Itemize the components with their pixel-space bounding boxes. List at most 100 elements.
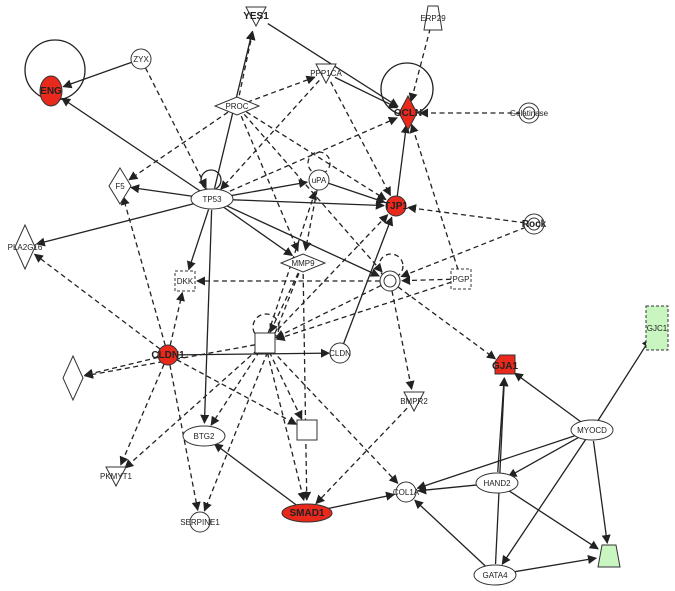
node-smad1[interactable]: SMAD1 [281, 503, 333, 523]
edge-hand2-to-trap [505, 488, 599, 550]
node-gata4[interactable]: GATA4 [473, 564, 517, 586]
node-col1a[interactable]: COL1A [393, 481, 420, 503]
edge-zyx-to-tp53 [144, 67, 207, 189]
node-btg2-label: BTG2 [194, 432, 215, 441]
edge-cldn1-to-diam [83, 356, 159, 378]
node-eng[interactable]: ENG [39, 75, 63, 107]
node-mmp9[interactable]: MMP9 [279, 253, 327, 273]
node-cldn1[interactable]: CLDN1 [151, 344, 185, 366]
node-diam[interactable] [62, 354, 84, 402]
node-f5[interactable]: F5 [108, 167, 132, 205]
node-trap-shape [597, 544, 621, 568]
edge-cldn1-to-pla2g16 [33, 253, 161, 350]
edge-ppp1ca-to-tjp1 [330, 81, 391, 197]
node-bmpr2-label: BMPR2 [400, 397, 428, 406]
node-yes1-shape [245, 6, 267, 28]
node-gelatinase[interactable]: Gelatinase [510, 102, 549, 124]
edge-tp53-to-dkk [186, 209, 210, 271]
node-smad1-label: SMAD1 [289, 508, 324, 519]
edge-proc-to-yes1 [238, 30, 256, 96]
node-tjp1-label: TJP1 [384, 201, 408, 212]
node-gja1-label: GJA1 [492, 361, 519, 372]
edge-mmp9-to-serpine1 [203, 272, 300, 512]
edge-sq-to-col1a [271, 349, 399, 484]
edge-plau-to-tjp1 [328, 182, 386, 204]
node-cldn-label: CLDN [329, 349, 351, 358]
node-plau-shape [308, 169, 330, 191]
edge-hand2-to-col1a [417, 483, 487, 495]
node-ocln-shape [398, 94, 418, 132]
edge-myocd-to-gjc1 [597, 338, 651, 422]
node-proc[interactable]: PROC [213, 96, 261, 116]
node-gata4-shape [473, 564, 517, 586]
node-smad1-shape [281, 503, 333, 523]
node-gelatinase-inner-ring [522, 106, 536, 120]
edge-proc-to-tjp1 [245, 111, 387, 201]
node-gja1[interactable]: GJA1 [492, 354, 519, 375]
node-hand2[interactable]: HAND2 [475, 472, 519, 494]
edge-mmp9-to-sq [269, 272, 299, 333]
edge-proc-to-mmp9 [240, 115, 299, 252]
edge-tp53-to-btg2 [200, 209, 213, 424]
node-rock-inner-ring [527, 217, 541, 231]
edge-gata4-to-trap [505, 554, 598, 574]
node-tjp1[interactable]: TJP1 [384, 195, 408, 217]
self-loops [24, 39, 434, 341]
edge-tp53-to-f5 [129, 184, 202, 199]
node-yes1[interactable]: YES1 [243, 6, 269, 28]
edge-myocd-to-gja1 [513, 372, 584, 425]
edge-pgp-to-ocln [409, 123, 459, 270]
node-ocln[interactable]: OCLN [394, 94, 422, 132]
edge-hub-to-sq [274, 284, 382, 339]
node-gjc1[interactable]: GJC1 [645, 305, 669, 351]
node-myocd[interactable]: MYOCD [570, 419, 614, 441]
edge-myocd-to-hand2 [507, 434, 583, 478]
node-pla2g16[interactable]: PLA2G16 [8, 223, 43, 271]
node-f5-label: F5 [115, 182, 125, 191]
node-rock[interactable]: Rock [522, 213, 547, 235]
node-rock-shape [523, 213, 545, 235]
node-pgp[interactable]: PGP [450, 268, 472, 290]
node-trap[interactable] [597, 544, 621, 568]
node-cldn-shape [329, 342, 351, 364]
node-pla2g16-shape [14, 223, 36, 271]
edge-mmp9-to-smad1 [302, 273, 312, 501]
node-erp29[interactable]: ERP29 [420, 5, 446, 31]
edge-zyx-to-eng [62, 61, 132, 89]
node-cldn[interactable]: CLDN [329, 342, 351, 364]
node-tp53-shape [190, 188, 234, 210]
node-ocln-label: OCLN [394, 108, 422, 119]
node-dkk-shape [174, 270, 196, 292]
node-hub[interactable] [379, 270, 401, 292]
edge-cldn1-to-sq2 [176, 359, 298, 425]
node-gelatinase-label: Gelatinase [510, 109, 549, 118]
node-yes1-label: YES1 [243, 11, 269, 22]
node-sq2[interactable] [296, 419, 318, 441]
node-serpine1[interactable]: SERPINE1 [180, 511, 220, 533]
node-plau[interactable]: uPA [308, 169, 330, 191]
node-proc-label: PROC [225, 102, 248, 111]
edge-tjp1-to-ocln [396, 123, 410, 197]
node-sq-shape [254, 332, 276, 354]
node-eng-shape [39, 75, 63, 107]
node-dkk[interactable]: DKK [174, 270, 196, 292]
node-zyx[interactable]: ZYX [130, 48, 152, 70]
node-btg2[interactable]: BTG2 [182, 425, 226, 447]
edge-proc-to-f5 [128, 111, 229, 181]
edge-cldn-to-tjp1 [342, 216, 394, 345]
edge-proc-to-hub [243, 113, 383, 273]
node-sq[interactable] [254, 332, 276, 354]
node-col1a-shape [395, 481, 417, 503]
node-cldn1-label: CLDN1 [151, 350, 185, 361]
node-pkmyt1[interactable]: PKMYT1 [100, 466, 133, 488]
node-bmpr2[interactable]: BMPR2 [400, 391, 428, 413]
node-pla2g16-label: PLA2G16 [8, 243, 43, 252]
node-tp53[interactable]: TP53 [190, 188, 234, 210]
node-serpine1-label: SERPINE1 [180, 518, 220, 527]
node-ppp1ca[interactable]: PPP1CA [310, 63, 342, 85]
node-hand2-shape [475, 472, 519, 494]
edge-cldn1-to-dkk [169, 291, 185, 346]
node-dkk-label: DKK [177, 277, 194, 286]
node-erp29-shape [423, 5, 443, 31]
edge-tp53-to-pla2g16 [35, 201, 202, 247]
